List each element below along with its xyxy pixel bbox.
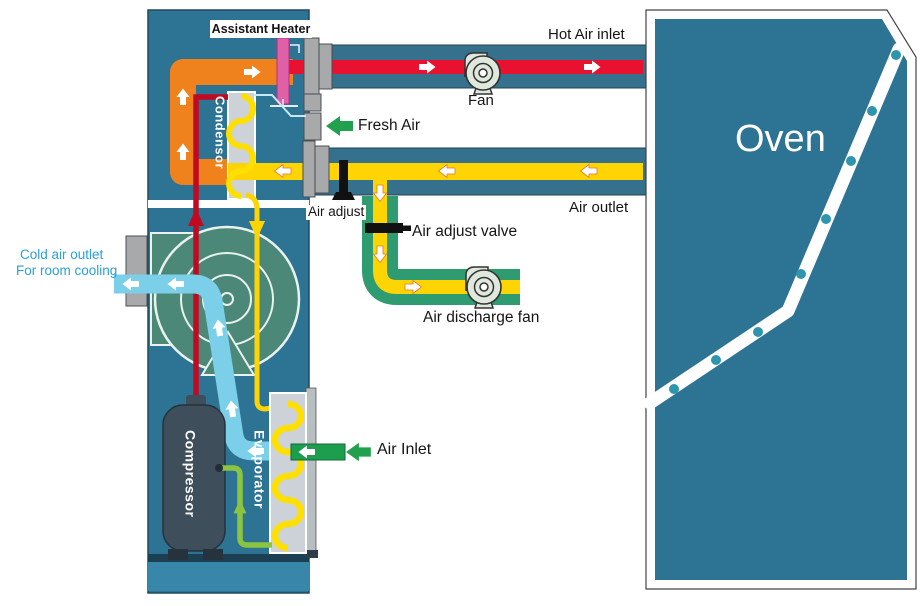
assistant-heater-element [254, 37, 306, 117]
refrigerant-line-hot [188, 94, 228, 402]
air-inlet-label: Air Inlet [377, 441, 432, 458]
fresh-air-arrow-icon [326, 116, 353, 136]
cabinet-base-line [148, 554, 309, 562]
suction-line [215, 464, 272, 548]
oven-air-path [643, 42, 906, 410]
hot-air-inlet-label: Hot Air inlet [548, 26, 625, 43]
compressor-label: Compressor [182, 430, 199, 518]
assistant-heater-label: Assistant Heater [210, 20, 312, 38]
air-adjust-label: Air adjust [306, 204, 367, 220]
cold-air-port-flange [125, 235, 148, 307]
compressor-body [162, 395, 226, 560]
oven-air-path-nodes [669, 50, 901, 394]
refrigerant-line-liquid [245, 192, 279, 412]
fan-label: Fan [468, 92, 494, 109]
air-adjust-valve-handle [365, 223, 411, 233]
cabinet-base-band [148, 562, 309, 591]
evaporator-grille [305, 387, 317, 557]
cold-air-outlet-label-line1: Cold air outlet [20, 247, 104, 262]
heater-hood-outline [254, 94, 306, 117]
condensor-label: Condensor [212, 96, 228, 170]
air-adjust-valve-label: Air adjust valve [412, 223, 518, 240]
oven-interior [655, 19, 907, 580]
air-discharge-duct [362, 196, 520, 305]
air-outlet-label: Air outlet [569, 199, 629, 216]
cabinet-divider [148, 200, 309, 208]
air-inlet-port [290, 443, 346, 461]
duct-flanges [302, 37, 333, 198]
oven-chamber [643, 9, 917, 590]
warm-air-pipe [170, 59, 293, 185]
evaporator-assembly [269, 387, 318, 558]
cold-air-pipe [114, 274, 272, 461]
evaporator-coil [271, 400, 305, 552]
air-discharge-fan-label: Air discharge fan [423, 309, 540, 326]
evaporator-label: Evaporator [251, 430, 268, 509]
air-inlet-arrow-icon [346, 442, 371, 462]
fresh-air-label: Fresh Air [358, 117, 421, 134]
air-discharge-stream [373, 168, 520, 294]
air-adjust-damper [332, 160, 355, 200]
oven-label: Oven [735, 118, 826, 160]
condensor-coil [226, 93, 256, 199]
cold-air-outlet-label-line2: For room cooling [16, 263, 118, 278]
